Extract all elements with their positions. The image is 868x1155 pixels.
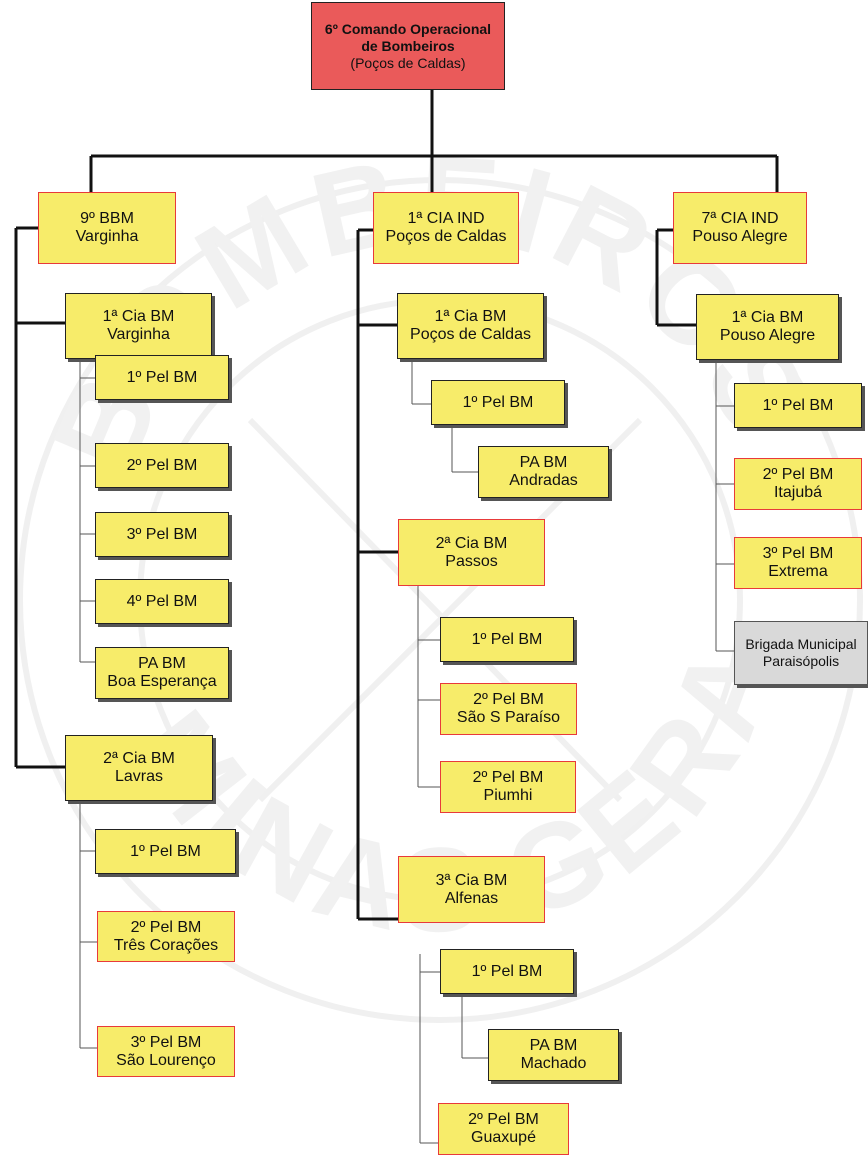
unit-line2: Boa Esperança [107,673,217,690]
unit-varginha-pel-4: 4º Pel BM [95,579,229,624]
unit-line2: Piumhi [483,787,533,804]
unit-line1: 2º Pel BM [472,769,544,786]
unit-line1: 1º Pel BM [471,630,543,648]
unit-itajuba-pel-2: 2º Pel BM Itajubá [734,458,862,510]
unit-line1: 3ª Cia BM [435,871,508,889]
unit-boa-esperanca-pa: PA BM Boa Esperança [95,647,229,699]
root-location: (Poços de Caldas) [350,54,466,71]
unit-brigada-paraisopolis: Brigada Municipal Paraisópolis [734,621,868,685]
unit-line2: Itajubá [773,484,823,501]
branch-1-cia-ind-line2: Poços de Caldas [385,228,507,245]
branch-7-cia-ind: 7ª CIA IND Pouso Alegre [673,192,807,264]
unit-alfenas-pel-1: 1º Pel BM [440,949,574,994]
unit-sao-s-paraiso-pel-2: 2º Pel BM São S Paraíso [440,683,577,735]
unit-andradas-pa: PA BM Andradas [478,446,609,498]
unit-1-cia-pocos: 1ª Cia BM Poços de Caldas [397,293,544,359]
root-title-line2: de Bombeiros [361,37,455,54]
unit-lavras-pel-1: 1º Pel BM [95,829,236,874]
unit-1-cia-pouso-alegre: 1ª Cia BM Pouso Alegre [696,294,839,360]
unit-2-cia-passos: 2ª Cia BM Passos [398,519,545,586]
unit-tres-coracoes-pel-2: 2º Pel BM Três Corações [97,911,235,962]
unit-line2: Lavras [114,768,164,785]
branch-1-cia-ind-line1: 1ª CIA IND [407,210,485,227]
branch-9-bbm-line2: Varginha [75,228,139,245]
unit-line1: 2º Pel BM [762,466,834,483]
unit-sao-lourenco-pel-3: 3º Pel BM São Lourenço [97,1026,235,1077]
unit-line2: Alfenas [444,889,499,907]
unit-line1: 1ª Cia BM [731,309,804,326]
unit-3-cia-alfenas: 3ª Cia BM Alfenas [398,856,545,923]
unit-pocos-pel-1: 1º Pel BM [431,380,565,425]
unit-line1: 4º Pel BM [126,592,198,610]
unit-line2: Machado [520,1055,587,1072]
unit-piumhi-pel-2: 2º Pel BM Piumhi [440,761,576,813]
unit-line1: PA BM [519,454,568,471]
unit-extrema-pel-3: 3º Pel BM Extrema [734,537,862,589]
branch-9-bbm: 9º BBM Varginha [38,192,176,264]
unit-line1: 3º Pel BM [762,545,834,562]
unit-passos-pel-1: 1º Pel BM [440,617,574,662]
unit-pouso-alegre-pel-1: 1º Pel BM [734,383,862,428]
unit-line1: 2ª Cia BM [103,750,175,767]
unit-line1: 3º Pel BM [126,525,198,543]
branch-7-cia-ind-line2: Pouso Alegre [692,228,788,245]
unit-line2: Guaxupé [471,1129,536,1146]
unit-line2: São Lourenço [116,1051,216,1069]
unit-machado-pa: PA BM Machado [488,1029,619,1081]
branch-9-bbm-line1: 9º BBM [80,210,134,227]
unit-1-cia-varginha: 1ª Cia BM Varginha [65,293,212,359]
unit-line1: 1º Pel BM [126,368,198,386]
unit-line1: 2ª Cia BM [435,534,508,552]
unit-line1: 2º Pel BM [126,456,198,474]
unit-line2: Andradas [509,472,578,489]
unit-line2: Paraisópolis [762,653,840,669]
unit-line1: Brigada Municipal [745,636,857,652]
unit-line2: Extrema [768,563,828,580]
unit-line2: Três Corações [113,936,219,954]
root-title-line1: 6º Comando Operacional [324,20,492,37]
unit-varginha-pel-3: 3º Pel BM [95,512,229,557]
unit-line1: 1º Pel BM [471,962,543,980]
unit-line2: Varginha [107,326,170,343]
unit-line1: 3º Pel BM [130,1033,202,1051]
unit-line1: 1º Pel BM [462,393,534,411]
unit-line1: 1ª Cia BM [102,308,175,325]
unit-line1: 2º Pel BM [130,918,202,936]
root-command-box: 6º Comando Operacional de Bombeiros (Poç… [311,2,505,90]
branch-1-cia-ind: 1ª CIA IND Poços de Caldas [373,192,519,264]
unit-line2: Poços de Caldas [410,326,531,343]
unit-line1: PA BM [529,1037,578,1054]
unit-line1: 1ª Cia BM [434,308,507,325]
unit-line2: Pouso Alegre [719,327,816,344]
unit-line2: São S Paraíso [456,709,561,726]
unit-varginha-pel-2: 2º Pel BM [95,443,229,488]
unit-2-cia-lavras: 2ª Cia BM Lavras [65,735,213,801]
unit-line1: PA BM [138,655,186,672]
unit-varginha-pel-1: 1º Pel BM [95,355,229,400]
unit-guaxupe-pel-2: 2º Pel BM Guaxupé [438,1103,569,1155]
unit-line1: 2º Pel BM [473,691,544,708]
unit-line1: 1º Pel BM [762,396,834,414]
branch-7-cia-ind-line1: 7ª CIA IND [701,210,779,227]
unit-line1: 2º Pel BM [468,1111,539,1128]
unit-line1: 1º Pel BM [130,842,201,860]
unit-line2: Passos [445,552,498,570]
